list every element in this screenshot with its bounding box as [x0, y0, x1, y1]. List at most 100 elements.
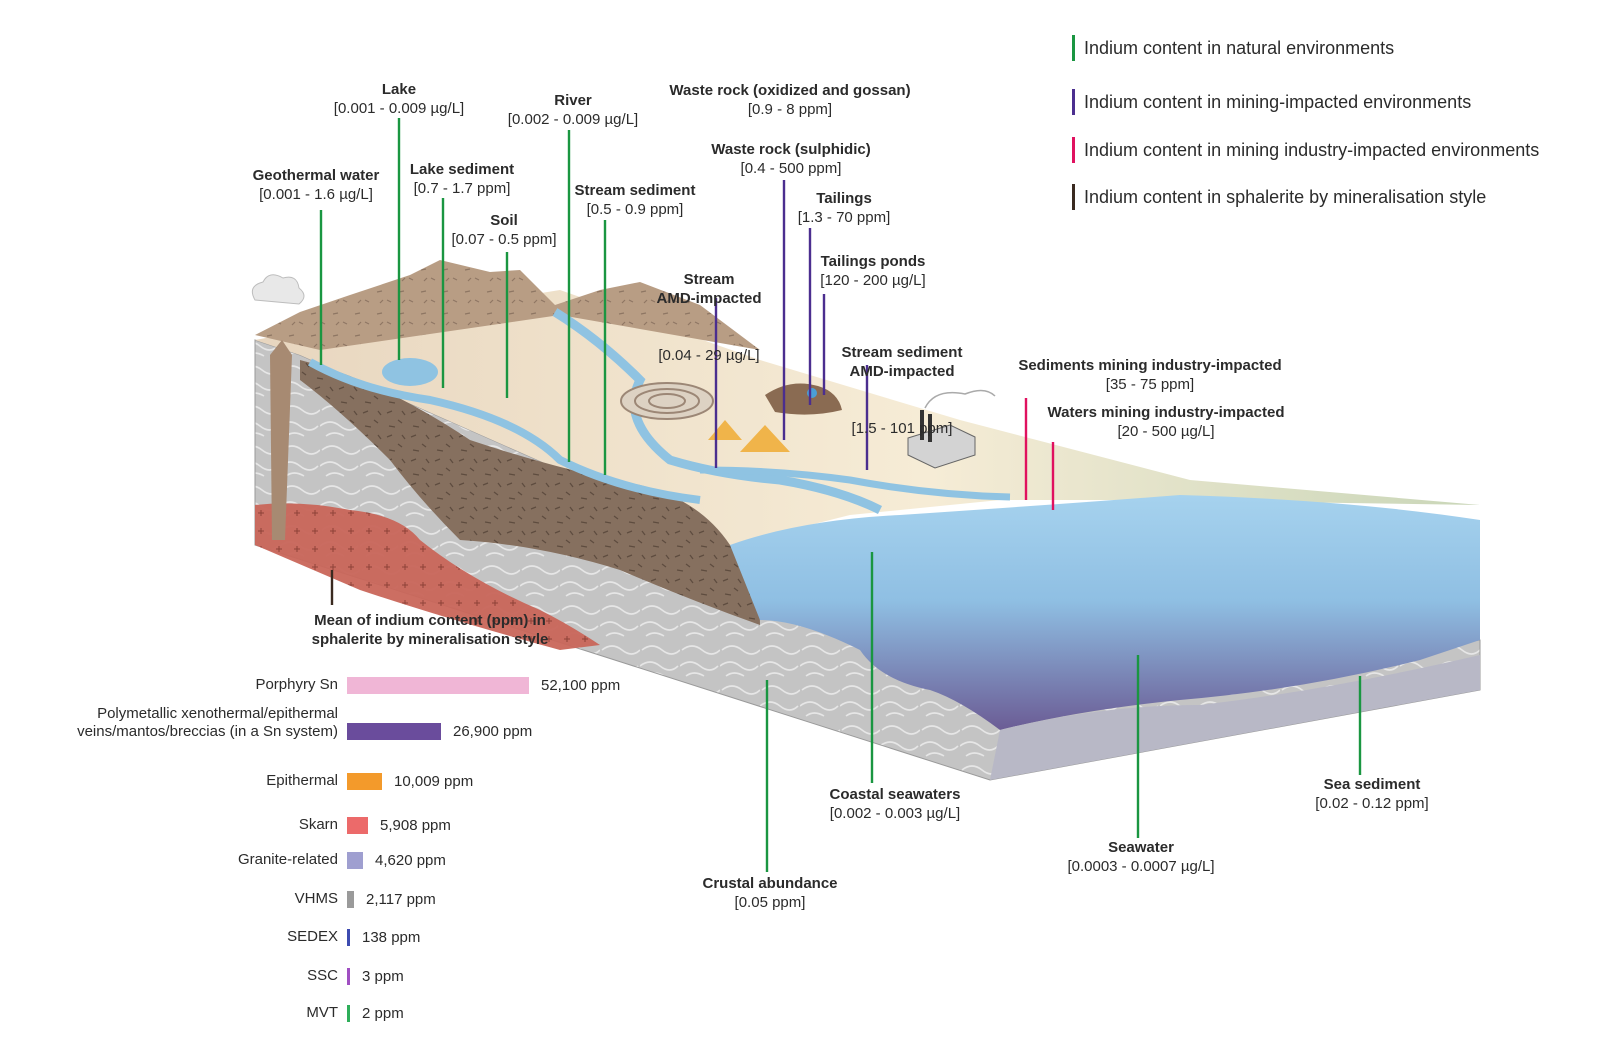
label-stream-sediment-title: Stream sediment [574, 182, 696, 199]
sphalerite-value-label: 10,009 ppm [394, 773, 474, 790]
label-sea-sediment: Sea sediment [0.02 - 0.12 ppm] [1315, 775, 1428, 813]
tailings-heaps [708, 420, 790, 452]
legend-sphalerite-label: Indium content in sphalerite by minerali… [1084, 187, 1487, 207]
sphalerite-value-label: 2 ppm [362, 1005, 404, 1022]
label-waste-rock-sulphidic-title: Waste rock (sulphidic) [711, 141, 871, 158]
ore-body [255, 503, 600, 650]
sphalerite-style-label: SEDEX [287, 928, 338, 945]
sphalerite-value-label: 26,900 ppm [453, 723, 533, 740]
label-waters-industry: Waters mining industry-impacted [20 - 50… [1048, 403, 1285, 441]
label-tailings: Tailings [1.3 - 70 ppm] [798, 189, 891, 227]
legend-mining-label: Indium content in mining-impacted enviro… [1084, 92, 1472, 112]
label-stream-sediment-amd: Stream sediment AMD-impacted [1.5 - 101 … [842, 305, 963, 476]
river-channel [308, 358, 701, 504]
label-coastal-seawaters-value: [0.002 - 0.003 µg/L] [829, 805, 961, 822]
sphalerite-row: Porphyry Sn 52,100 ppm [0, 676, 1000, 717]
label-tailings-ponds-title: Tailings ponds [820, 253, 926, 270]
label-coastal-seawaters-title: Coastal seawaters [829, 786, 961, 803]
label-stream-sediment-amd-value: [1.5 - 101 ppm] [851, 420, 953, 437]
sphalerite-title: Mean of indium content (ppm) in sphaleri… [311, 612, 549, 648]
label-stream-sediment: Stream sediment [0.5 - 0.9 ppm] [575, 181, 696, 219]
label-crustal-abundance: Crustal abundance [0.05 ppm] [702, 874, 837, 912]
sphalerite-row: VHMS 2,117 ppm [0, 890, 1000, 931]
sphalerite-row: Granite-related 4,620 ppm [0, 851, 1000, 892]
tailings-pond [807, 388, 817, 398]
sphalerite-bar [347, 968, 350, 985]
sphalerite-value-label: 52,100 ppm [541, 677, 621, 694]
label-geothermal-water: Geothermal water [0.001 - 1.6 µg/L] [253, 166, 380, 204]
label-sediments-industry: Sediments mining industry-impacted [35 -… [1018, 356, 1281, 394]
sphalerite-value-label: 5,908 ppm [380, 817, 451, 834]
sphalerite-row: SEDEX 138 ppm [0, 928, 1000, 969]
label-seawater: Seawater [0.0003 - 0.0007 µg/L] [1067, 838, 1214, 876]
sphalerite-row: SSC 3 ppm [0, 967, 1000, 1008]
label-stream-amd-title: Stream AMD-impacted [656, 271, 762, 307]
label-stream-sediment-amd-title: Stream sediment AMD-impacted [841, 344, 963, 380]
sediment-band [300, 360, 760, 625]
label-sea-sediment-value: [0.02 - 0.12 ppm] [1315, 795, 1429, 812]
indicator-lines [319, 118, 1362, 872]
sphalerite-value-label: 3 ppm [362, 968, 404, 985]
sphalerite-value-label: 138 ppm [362, 929, 421, 946]
legend-sphalerite-swatch [1072, 184, 1075, 210]
label-tailings-value: [1.3 - 70 ppm] [797, 209, 891, 226]
sphalerite-row: Skarn 5,908 ppm [0, 816, 1000, 857]
sphalerite-value-label: 2,117 ppm [366, 891, 436, 908]
label-waters-industry-title: Waters mining industry-impacted [1047, 404, 1285, 421]
label-river: River [0.002 - 0.009 µg/L] [508, 91, 638, 129]
label-crustal-abundance-value: [0.05 ppm] [734, 894, 806, 911]
label-sediments-industry-title: Sediments mining industry-impacted [1018, 357, 1282, 374]
sphalerite-style-label: Polymetallic xenothermal/epithermal vein… [77, 705, 338, 740]
legend-natural-swatch [1072, 35, 1075, 61]
label-waste-rock-oxidized-value: [0.9 - 8 ppm] [747, 101, 833, 118]
label-tailings-ponds-value: [120 - 200 µg/L] [820, 272, 926, 289]
sphalerite-bar [347, 817, 368, 834]
legend-industry-swatch [1072, 137, 1075, 163]
amd-stream [699, 466, 1011, 501]
label-sediments-industry-value: [35 - 75 ppm] [1105, 376, 1195, 393]
sphalerite-bar [347, 773, 382, 790]
label-tailings-ponds: Tailings ponds [120 - 200 µg/L] [820, 252, 925, 290]
label-lake-value: [0.001 - 0.009 µg/L] [333, 100, 465, 117]
label-stream-amd-value: [0.04 - 29 µg/L] [658, 347, 760, 364]
legend-natural-label: Indium content in natural environments [1084, 38, 1395, 58]
sphalerite-bar [347, 929, 350, 946]
sphalerite-style-label: Porphyry Sn [255, 676, 338, 693]
label-waste-rock-sulphidic: Waste rock (sulphidic) [0.4 - 500 ppm] [711, 140, 870, 178]
legend-mining-swatch [1072, 89, 1075, 115]
sphalerite-bar [347, 852, 363, 869]
sphalerite-bar [347, 1005, 350, 1022]
label-tailings-title: Tailings [816, 190, 872, 207]
sphalerite-style-label: MVT [306, 1004, 338, 1021]
sphalerite-bar [347, 891, 354, 908]
sphalerite-style-label: Granite-related [237, 851, 338, 868]
label-soil-title: Soil [490, 212, 518, 229]
sea-floor [990, 655, 1480, 780]
factory [907, 389, 996, 469]
label-seawater-title: Seawater [1108, 839, 1174, 856]
label-geothermal-water-value: [0.001 - 1.6 µg/L] [259, 186, 373, 203]
sphalerite-value-label: 4,620 ppm [375, 852, 446, 869]
label-lake-sediment-value: [0.7 - 1.7 ppm] [413, 180, 511, 197]
label-stream-sediment-value: [0.5 - 0.9 ppm] [586, 201, 684, 218]
sea [730, 495, 1480, 730]
label-waste-rock-oxidized: Waste rock (oxidized and gossan) [0.9 - … [669, 81, 910, 119]
sphalerite-row: Polymetallic xenothermal/epithermal vein… [0, 705, 1000, 763]
sphalerite-bar [347, 677, 529, 694]
label-lake-title: Lake [381, 81, 417, 98]
sphalerite-style-label: VHMS [294, 890, 338, 907]
sphalerite-style-label: SSC [307, 967, 338, 984]
lake [382, 358, 438, 386]
sphalerite-bar [347, 723, 441, 740]
label-stream-amd: Stream AMD-impacted [0.04 - 29 µg/L] [656, 232, 761, 403]
sphalerite-row: MVT 2 ppm [0, 1004, 1000, 1045]
label-waters-industry-value: [20 - 500 µg/L] [1117, 423, 1215, 440]
label-coastal-seawaters: Coastal seawaters [0.002 - 0.003 µg/L] [830, 785, 961, 823]
label-river-title: River [554, 92, 592, 109]
label-river-value: [0.002 - 0.009 µg/L] [507, 111, 639, 128]
label-lake: Lake [0.001 - 0.009 µg/L] [334, 80, 464, 118]
sphalerite-style-label: Skarn [298, 816, 338, 833]
